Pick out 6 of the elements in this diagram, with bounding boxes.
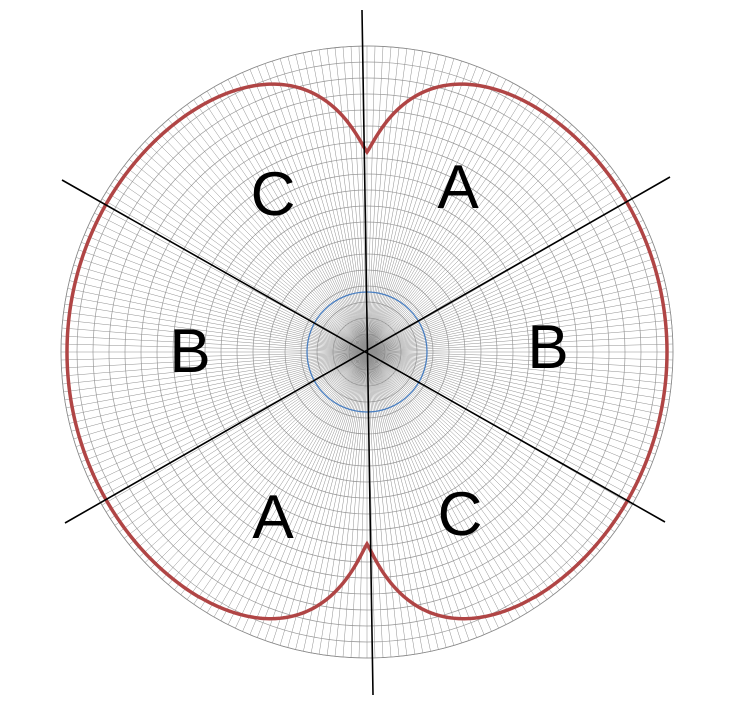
sector-label: C bbox=[250, 164, 296, 226]
sector-label: B bbox=[169, 321, 211, 383]
sector-label: A bbox=[252, 487, 294, 549]
sector-label: A bbox=[437, 157, 479, 219]
sector-label: C bbox=[438, 484, 482, 546]
sector-label: B bbox=[527, 317, 569, 379]
